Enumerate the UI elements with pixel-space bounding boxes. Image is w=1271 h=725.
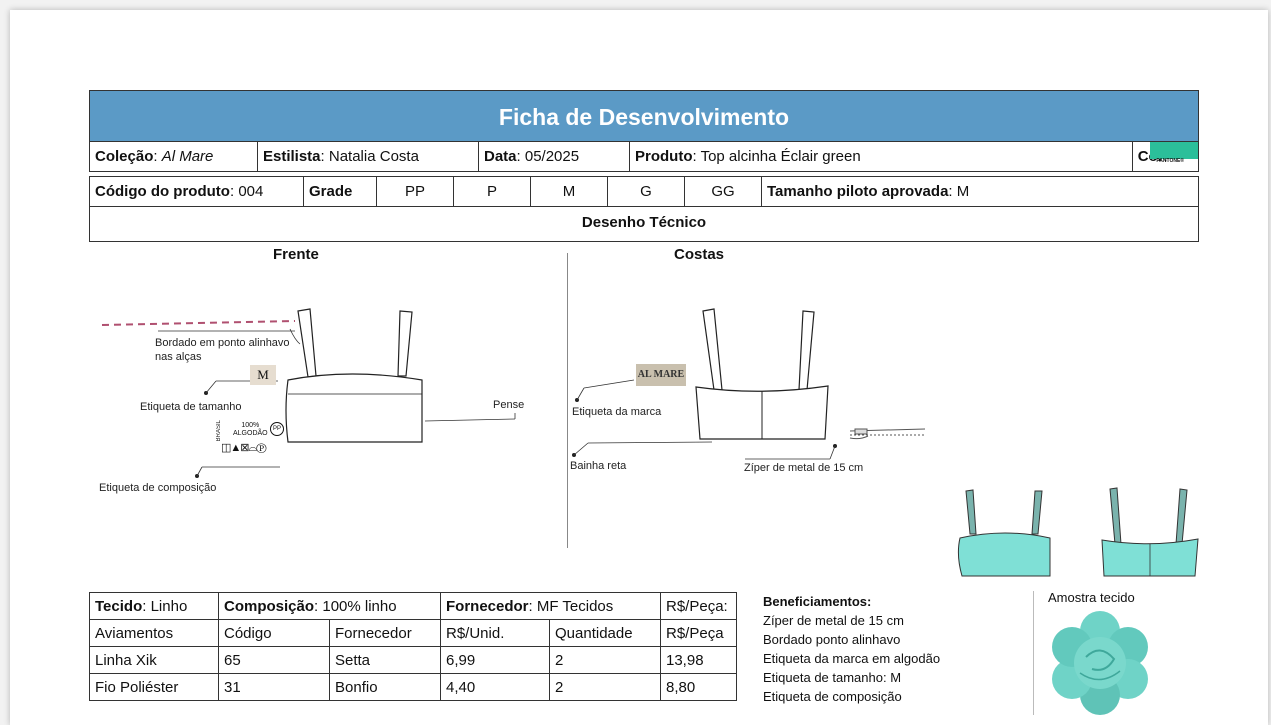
- beneficiamentos-list: Beneficiamentos: Zíper de metal de 15 cm…: [763, 592, 940, 706]
- grade-table: Código do produto: 004 Grade PP P M G GG…: [89, 176, 1199, 207]
- amostra-divider: [1033, 591, 1034, 715]
- frente-label: Frente: [273, 246, 319, 263]
- brand-tag-label: AL MARE: [636, 364, 686, 386]
- rs-peca-header-cell: R$/Peça:: [660, 592, 737, 620]
- front-top-drawing: [285, 308, 423, 443]
- fabric-rosette: [1052, 611, 1148, 715]
- beneficiamentos-title: Beneficiamentos:: [763, 594, 872, 609]
- table-header-row: Aviamentos Código Fornecedor R$/Unid. Qu…: [89, 619, 737, 647]
- size-p: P: [453, 176, 531, 207]
- grade-label: Grade: [303, 176, 377, 207]
- list-item: Zíper de metal de 15 cm: [763, 613, 904, 628]
- zipper-drawing: [849, 428, 926, 440]
- colecao-cell: Coleção: Al Mare: [89, 141, 258, 172]
- materials-table: Tecido: Linho Composição: 100% linho For…: [89, 592, 737, 701]
- table-row: Fio Poliéster 31 Bonfio 4,40 2 8,80: [89, 673, 737, 701]
- tech-sheet-page: Ficha de Desenvolvimento Coleção: Al Mar…: [10, 10, 1268, 725]
- cor-cell: Cor: PANTONE®: [1131, 141, 1200, 172]
- data-cell: Data: 05/2025: [478, 141, 630, 172]
- list-item: Etiqueta da marca em algodão: [763, 651, 941, 666]
- bordado-annotation: Bordado em ponto alinhavo nas alças: [155, 337, 290, 363]
- colored-back-sketch: [1101, 487, 1199, 577]
- pantone-brand: PANTONE®: [1156, 158, 1184, 164]
- colecao-value: Al Mare: [161, 148, 214, 165]
- fornecedor-cell: Fornecedor: MF Tecidos: [440, 592, 661, 620]
- ziper-annotation: Zíper de metal de 15 cm: [744, 462, 864, 474]
- list-item: Bordado ponto alinhavo: [763, 632, 901, 647]
- embroidery-stitch-line: [101, 320, 296, 326]
- bainha-annotation: Bainha reta: [570, 460, 627, 472]
- produto-value: Top alcinha Éclair green: [700, 148, 861, 165]
- sheet-title: Ficha de Desenvolvimento: [89, 90, 1199, 142]
- list-item: Etiqueta de composição: [763, 689, 902, 704]
- amostra-label: Amostra tecido: [1048, 590, 1135, 605]
- piloto-value: M: [956, 183, 970, 200]
- etiqueta-tamanho-annotation: Etiqueta de tamanho: [140, 401, 242, 413]
- composition-label-image: BRASIL 100%ALGODÃO PP ◫▲⊠⌓Ⓟ: [215, 420, 285, 464]
- size-g: G: [607, 176, 685, 207]
- etiqueta-marca-annotation: Etiqueta da marca: [572, 406, 662, 418]
- codigo-cell: Código do produto: 004: [89, 176, 304, 207]
- desenho-tecnico-heading: Desenho Técnico: [89, 206, 1199, 242]
- piloto-cell: Tamanho piloto aprovada: M: [761, 176, 1199, 207]
- size-gg: GG: [684, 176, 762, 207]
- codigo-value: 004: [238, 183, 264, 200]
- costas-label: Costas: [674, 246, 725, 263]
- estilista-value: Natalia Costa: [328, 148, 419, 165]
- care-symbols-icon: ◫▲⊠⌓Ⓟ: [221, 442, 266, 454]
- composicao-cell: Composição: 100% linho: [218, 592, 441, 620]
- tecido-cell: Tecido: Linho: [89, 592, 219, 620]
- back-top-drawing: [695, 308, 829, 440]
- pantone-swatch: [1150, 142, 1198, 159]
- size-tag-label: M: [250, 365, 276, 385]
- estilista-cell: Estilista: Natalia Costa: [257, 141, 479, 172]
- drawing-divider: [567, 253, 568, 548]
- size-m: M: [530, 176, 608, 207]
- table-row: Linha Xik 65 Setta 6,99 2 13,98: [89, 646, 737, 674]
- pense-annotation: Pense: [493, 399, 525, 411]
- data-value: 05/2025: [524, 148, 580, 165]
- list-item: Etiqueta de tamanho: M: [763, 670, 902, 685]
- colored-front-sketch: [957, 489, 1051, 577]
- header-table: Coleção: Al Mare Estilista: Natalia Cost…: [89, 141, 1200, 172]
- size-pp: PP: [376, 176, 454, 207]
- etiqueta-composicao-annotation: Etiqueta de composição: [99, 482, 217, 494]
- produto-cell: Produto: Top alcinha Éclair green: [629, 141, 1133, 172]
